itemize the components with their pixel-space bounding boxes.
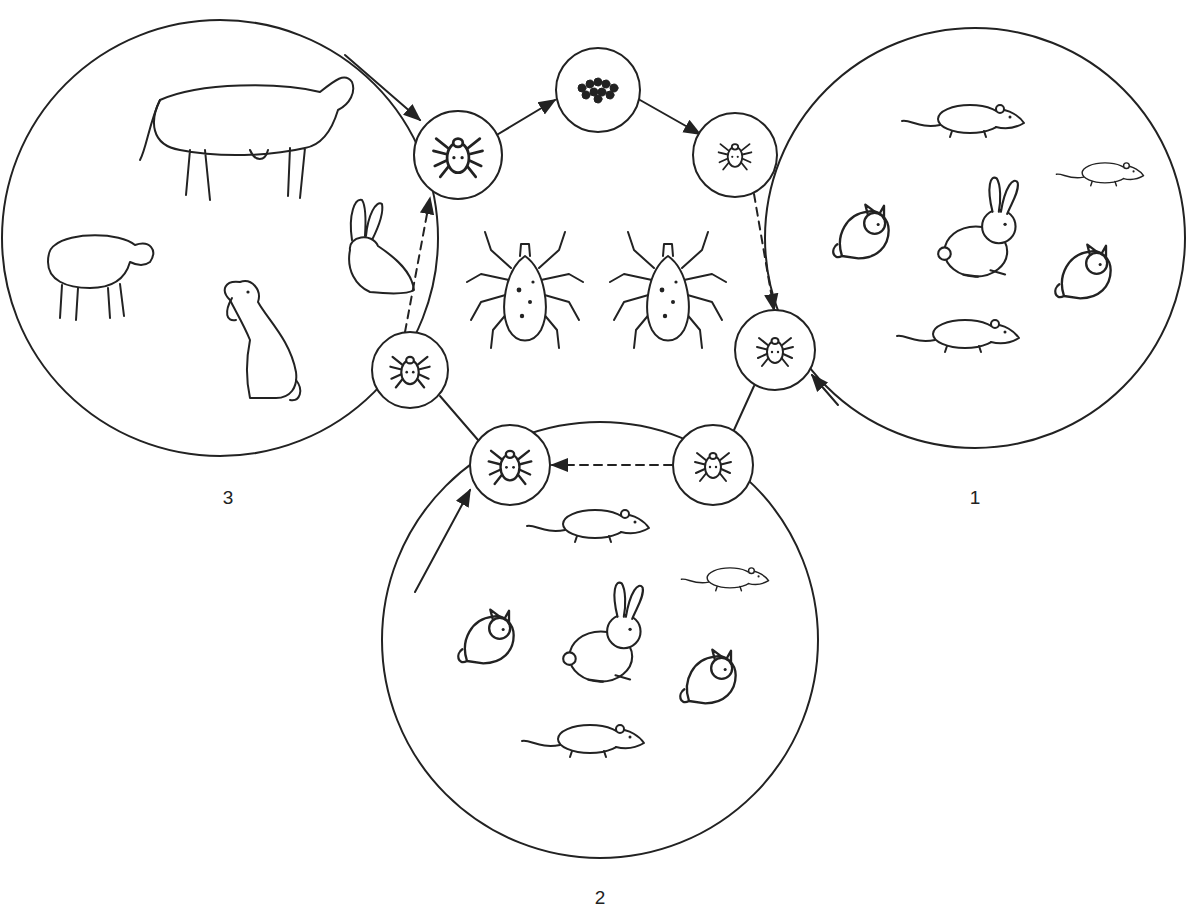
small-hosts	[458, 510, 768, 757]
egg-cluster	[578, 78, 618, 103]
large-hosts	[48, 77, 414, 400]
host-circle	[2, 20, 438, 456]
small-hosts	[833, 105, 1143, 352]
host-circle	[765, 28, 1185, 448]
tick-stages	[390, 78, 793, 484]
stage-circles	[372, 48, 815, 505]
host-group-number: 2	[595, 888, 606, 907]
host-circle	[382, 422, 818, 858]
host-group-number: 3	[223, 488, 234, 507]
cycle-arrows	[345, 55, 838, 592]
host-group-number: 1	[970, 488, 981, 507]
